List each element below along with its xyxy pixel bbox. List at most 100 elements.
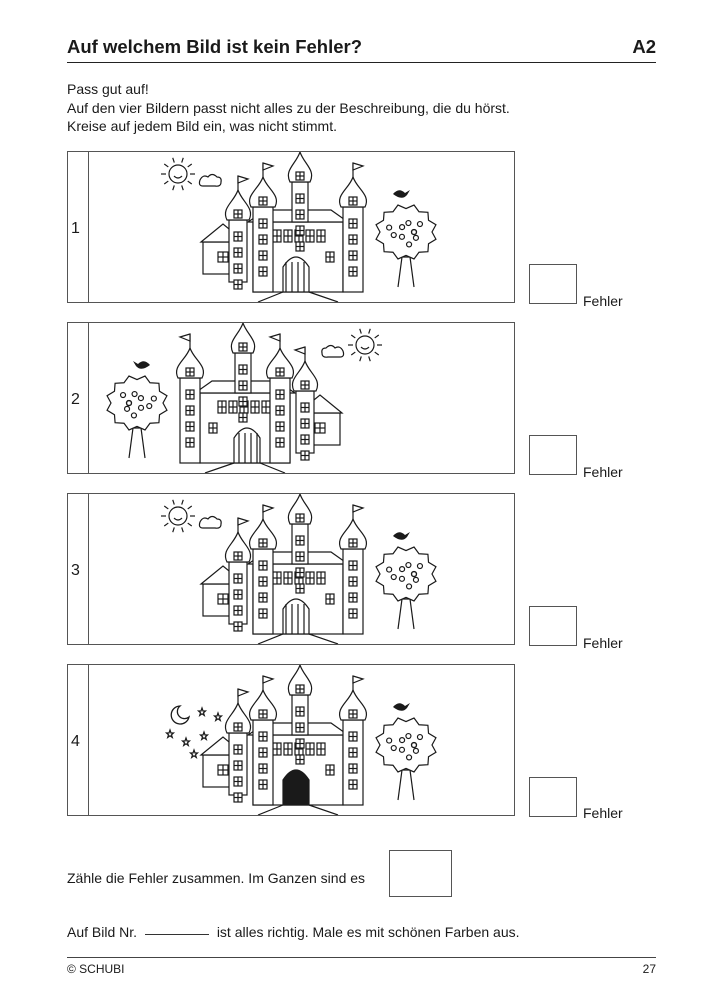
flag xyxy=(268,333,281,342)
tree-leaves xyxy=(119,391,127,399)
onion-dome xyxy=(249,517,277,550)
star-icon xyxy=(196,706,208,718)
error-count-box-1[interactable] xyxy=(529,264,577,304)
sun-icon xyxy=(168,164,188,184)
sun-icon xyxy=(168,506,188,526)
tree-leaves xyxy=(398,575,406,582)
tree-leaves xyxy=(416,562,424,570)
panel-number-column: 3 xyxy=(68,494,89,644)
sun-ray xyxy=(172,157,175,163)
correct-picture-line: Auf Bild Nr. ist alles richtig. Male es … xyxy=(67,924,520,940)
sun-ray xyxy=(350,351,356,356)
page-title: Auf welchem Bild ist kein Fehler? xyxy=(67,36,363,57)
onion-dome xyxy=(249,175,277,208)
sun-ray xyxy=(181,499,184,505)
gate-path xyxy=(257,633,339,644)
sun-ray xyxy=(187,505,193,510)
correct-picture-prefix: Auf Bild Nr. xyxy=(67,924,138,940)
flag xyxy=(237,688,250,697)
tree-crown xyxy=(106,375,168,431)
tree-leaves xyxy=(410,741,418,749)
castle-scene-3[interactable] xyxy=(88,494,515,644)
star-icon xyxy=(198,730,210,742)
flag xyxy=(262,675,275,684)
crow-icon xyxy=(133,361,150,369)
castle-gate xyxy=(282,598,310,635)
error-count-box-3[interactable] xyxy=(529,606,577,646)
error-count-label: Fehler xyxy=(583,635,623,651)
flag xyxy=(262,504,275,513)
gate-path xyxy=(204,462,286,473)
moon-icon xyxy=(170,705,191,725)
sun-ray xyxy=(350,334,356,339)
tree-trunk xyxy=(397,256,415,288)
sun-ray xyxy=(163,180,169,185)
flag xyxy=(178,333,191,342)
castle-scene-2[interactable] xyxy=(88,323,515,473)
onion-dome xyxy=(287,665,313,696)
flag xyxy=(293,346,306,355)
castle-scene-1[interactable] xyxy=(88,152,515,302)
star-icon xyxy=(164,728,176,740)
total-errors-box[interactable] xyxy=(389,850,452,897)
flag xyxy=(237,517,250,526)
sun-ray xyxy=(187,163,193,168)
picture-panel-2: 2 xyxy=(67,322,515,474)
tree-leaves xyxy=(398,737,406,744)
cloud-icon xyxy=(321,344,345,358)
sun-ray xyxy=(163,505,169,510)
castle-gate xyxy=(282,769,310,806)
sun-ray xyxy=(368,328,371,334)
tree-trunk xyxy=(128,427,146,459)
panel-number-column: 4 xyxy=(68,665,89,815)
picture-number-blank[interactable] xyxy=(144,934,209,935)
error-count-box-4[interactable] xyxy=(529,777,577,817)
sun-ray xyxy=(374,334,380,339)
crow-icon xyxy=(393,703,410,711)
castle-gate xyxy=(233,427,261,464)
correct-picture-suffix: ist alles richtig. Male es mit schönen F… xyxy=(216,924,520,940)
onion-dome xyxy=(287,152,313,183)
castle-drawing xyxy=(161,494,437,644)
tree-leaves xyxy=(390,573,397,581)
sun-ray xyxy=(163,163,169,168)
tree-leaves xyxy=(390,744,397,752)
panel-number: 4 xyxy=(71,733,80,750)
header-divider xyxy=(67,62,656,63)
footer-divider xyxy=(67,957,656,958)
tree-trunk xyxy=(397,598,415,630)
onion-dome xyxy=(339,688,367,721)
castle-scene-4[interactable] xyxy=(88,665,515,815)
crow-icon xyxy=(393,532,410,540)
error-count-box-2[interactable] xyxy=(529,435,577,475)
sun-ray xyxy=(359,328,362,334)
instruction-line: Kreise auf jedem Bild ein, was nicht sti… xyxy=(67,118,337,134)
sun-ray xyxy=(187,180,193,185)
sun-ray xyxy=(187,522,193,527)
onion-dome xyxy=(287,494,313,525)
flag xyxy=(352,162,365,171)
onion-dome xyxy=(224,701,252,734)
panel-number-column: 2 xyxy=(68,323,89,473)
footer-page-number: 27 xyxy=(642,962,656,976)
sun-ray xyxy=(172,527,175,533)
sun-ray xyxy=(359,356,362,362)
sun-ray xyxy=(172,185,175,191)
worksheet-code: A2 xyxy=(632,36,656,57)
star-icon xyxy=(180,736,192,748)
error-count-label: Fehler xyxy=(583,464,623,480)
picture-panel-3: 3 xyxy=(67,493,515,645)
tree-leaves xyxy=(410,228,418,236)
error-count-label: Fehler xyxy=(583,805,623,821)
tree-leaves xyxy=(405,219,412,227)
tree-leaves xyxy=(412,576,420,583)
panel-number-column: 1 xyxy=(68,152,89,302)
castle-drawing xyxy=(106,323,382,473)
castle-drawing xyxy=(164,665,437,815)
sun-ray xyxy=(181,185,184,191)
star-icon xyxy=(188,748,200,760)
panel-number: 3 xyxy=(71,562,80,579)
cloud-icon xyxy=(198,173,222,187)
tree-leaves xyxy=(412,747,420,754)
tree-leaves xyxy=(398,566,406,573)
